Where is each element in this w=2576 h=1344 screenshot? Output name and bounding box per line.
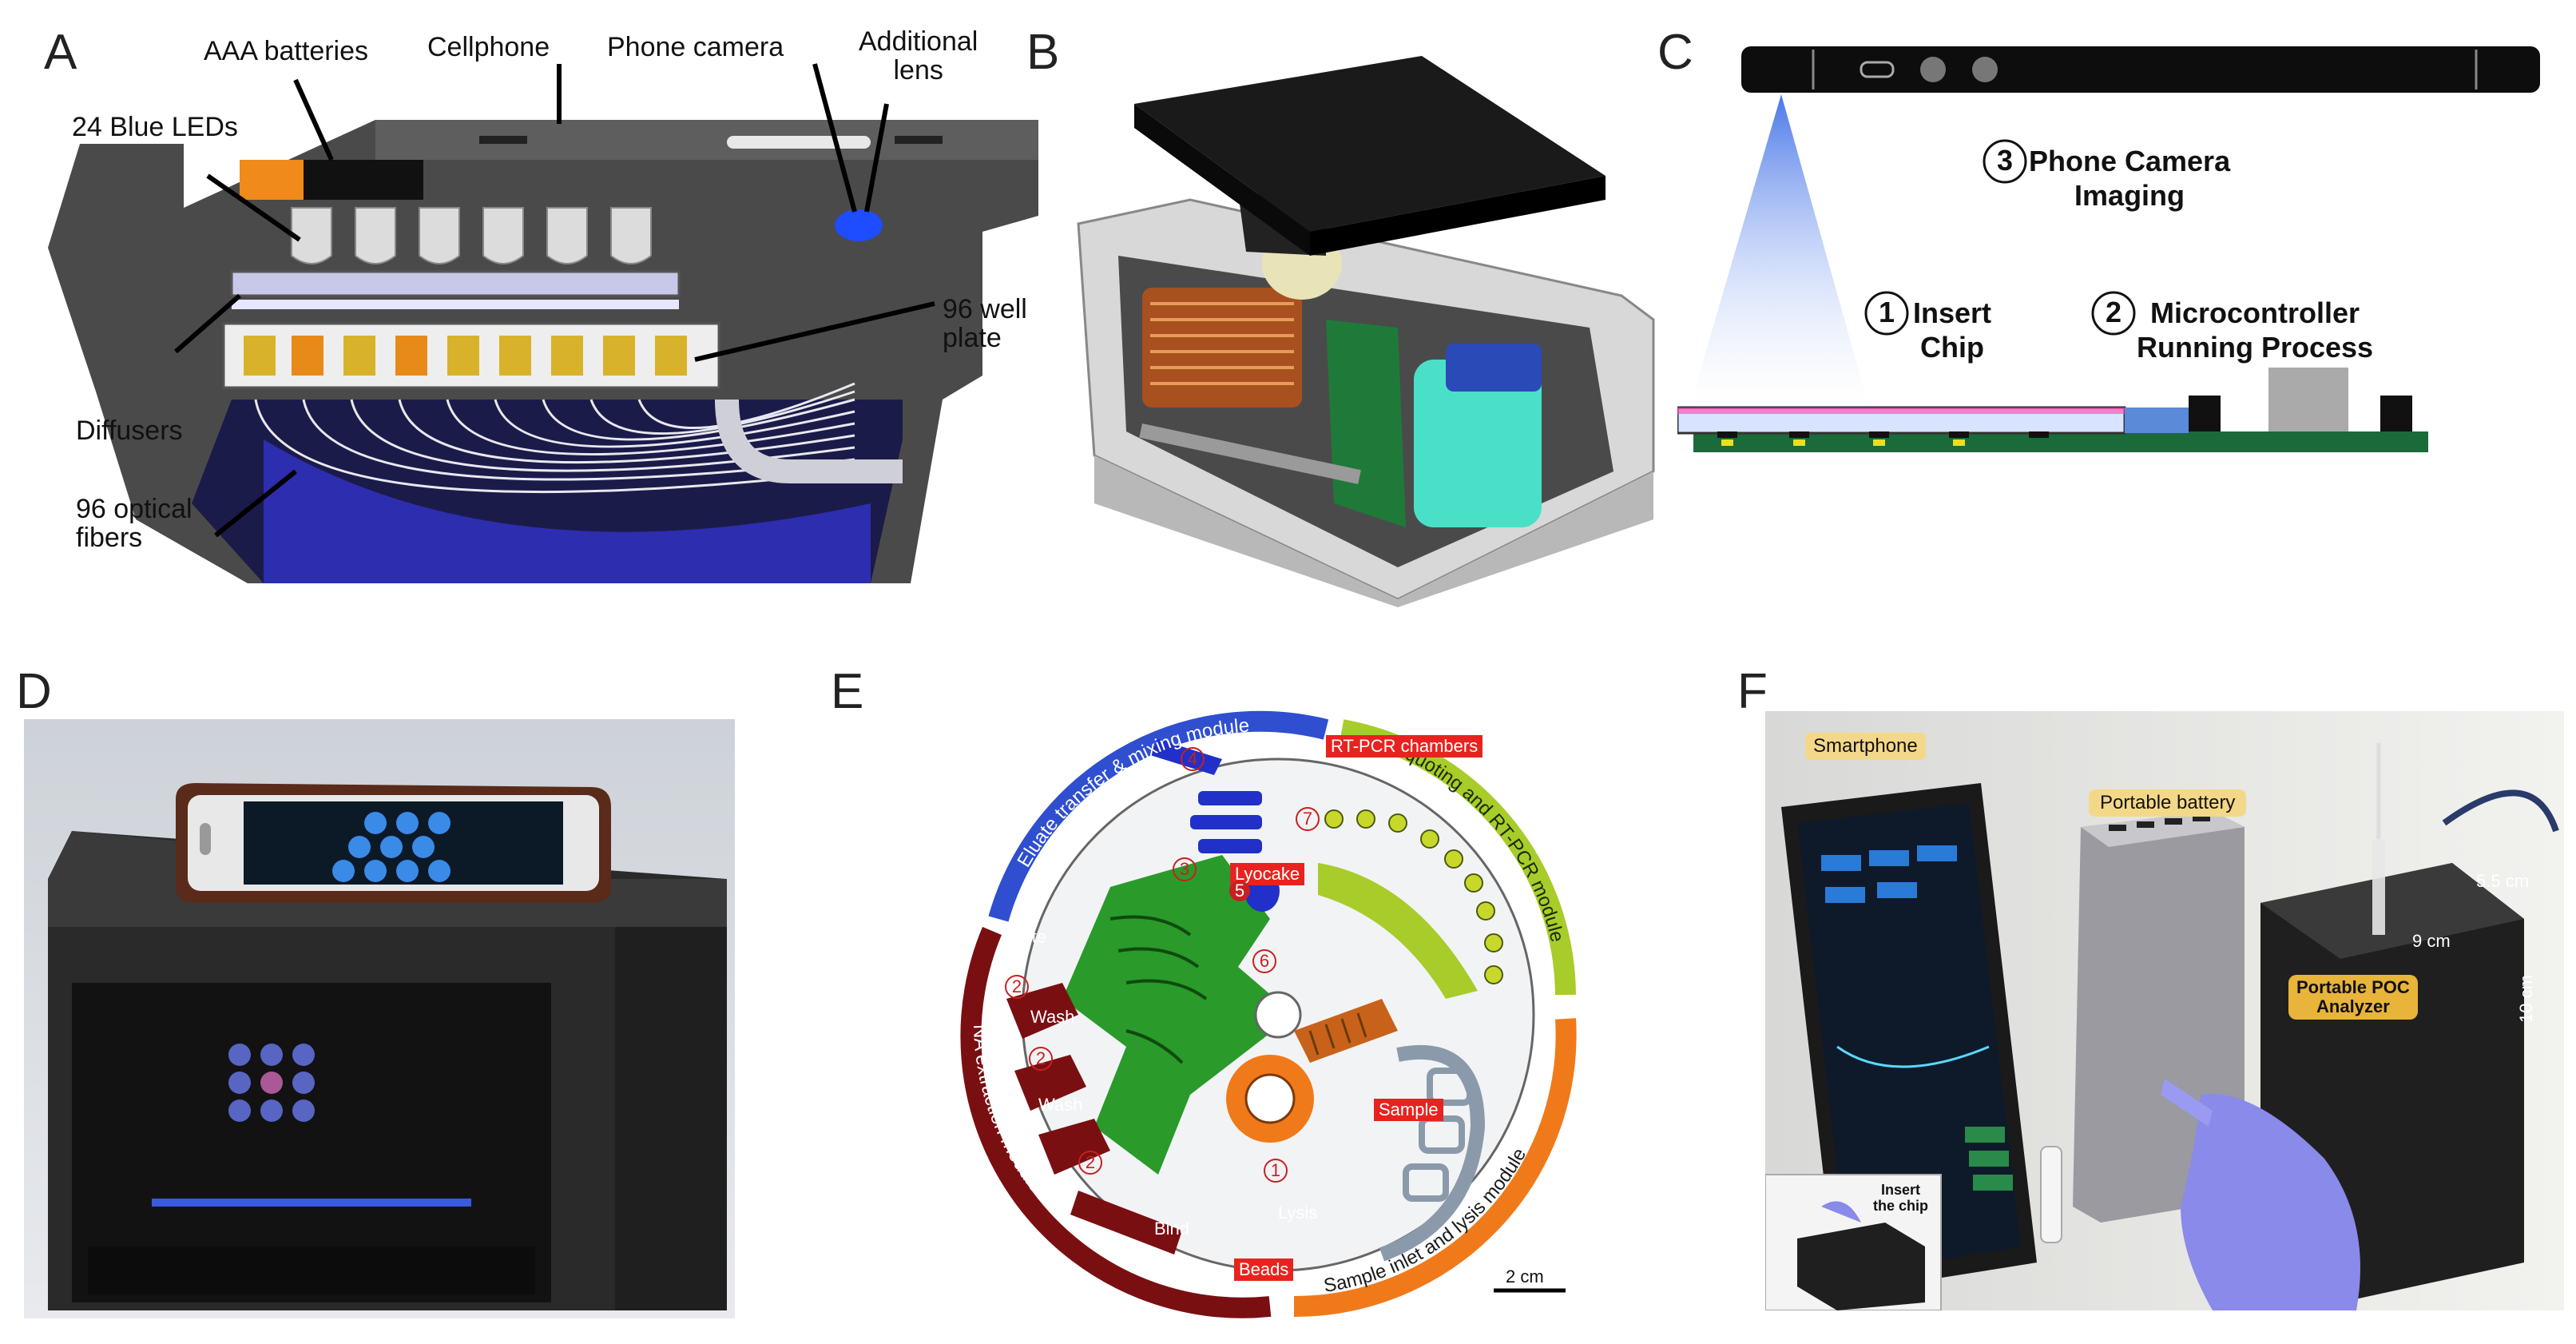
- tag-smartphone: Smartphone: [1805, 733, 1926, 760]
- step-1-number: 1: [1878, 296, 1895, 328]
- step-number: 1: [1264, 1159, 1288, 1183]
- step-number: 4: [1181, 747, 1205, 771]
- tag-wash-2: Wash: [1038, 1095, 1083, 1115]
- step-3-text: Phone Camera Imaging: [2029, 145, 2231, 213]
- panel-label-c: C: [1657, 25, 1693, 80]
- step-number: 7: [1296, 807, 1320, 831]
- panel-b-device-render: [1077, 56, 1655, 607]
- annotation-additional-lens: Additional lens: [859, 26, 978, 85]
- tag-portable-battery: Portable battery: [2089, 789, 2247, 817]
- step-2-number: 2: [2105, 296, 2122, 328]
- tag-beads: Beads: [1234, 1259, 1294, 1281]
- step-number: 6: [1252, 949, 1276, 973]
- step-1-text: Insert Chip: [1913, 296, 1992, 364]
- annotation-blue-leds: 24 Blue LEDs: [72, 112, 238, 142]
- tag-lysis: Lysis: [1278, 1203, 1318, 1223]
- dimension-depth: 9 cm: [2412, 931, 2451, 951]
- tag-bind: Bind: [1154, 1219, 1190, 1239]
- annotation-phone-camera: Phone camera: [607, 32, 784, 62]
- panel-d-device-photo: [24, 719, 735, 1318]
- panel-label-a: A: [44, 25, 77, 80]
- panel-label-b: B: [1026, 25, 1060, 80]
- tag-wash-1: Wash: [1030, 1007, 1075, 1027]
- step-number: 2: [1029, 1047, 1053, 1071]
- panel-c-schematic: [1677, 46, 2540, 452]
- annotation-diffusers: Diffusers: [76, 416, 183, 446]
- panel-e-microfluidic-disc: Eluate transfer & mixing module Aliquoti…: [960, 710, 1577, 1318]
- step-number: 2: [1078, 1151, 1102, 1175]
- step-number: 2: [1005, 975, 1029, 999]
- annotation-well-plate: 96 well plate: [943, 294, 1027, 353]
- step-number: 5: [1229, 881, 1250, 901]
- annotation-optical-fibers: 96 optical fibers: [76, 494, 193, 553]
- tag-portable-poc-analyzer: Portable POC Analyzer: [2288, 975, 2418, 1020]
- tag-elute: Elute: [1006, 927, 1047, 947]
- scale-bar-label: 2 cm: [1506, 1266, 1544, 1286]
- step-number: 3: [1173, 857, 1197, 881]
- panel-label-f: F: [1737, 664, 1768, 719]
- annotation-aaa-batteries: AAA batteries: [204, 36, 369, 66]
- panel-f-device-photo: [1765, 711, 2564, 1310]
- panel-label-d: D: [16, 664, 52, 719]
- panel-a-device-cutaway: [48, 63, 1038, 583]
- step-2-text: Microcontroller Running Process: [2137, 296, 2374, 364]
- annotation-cellphone: Cellphone: [427, 32, 550, 62]
- dimension-height: 10 cm: [2516, 975, 2536, 1023]
- panel-label-e: E: [831, 664, 864, 719]
- step-3-number: 3: [1996, 144, 2014, 177]
- dimension-width: 5.5 cm: [2476, 871, 2530, 891]
- tag-insert-chip: Insert the chip: [1873, 1182, 1929, 1214]
- tag-rtpcr-chambers: RT-PCR chambers: [1326, 735, 1483, 757]
- tag-sample: Sample: [1374, 1099, 1443, 1121]
